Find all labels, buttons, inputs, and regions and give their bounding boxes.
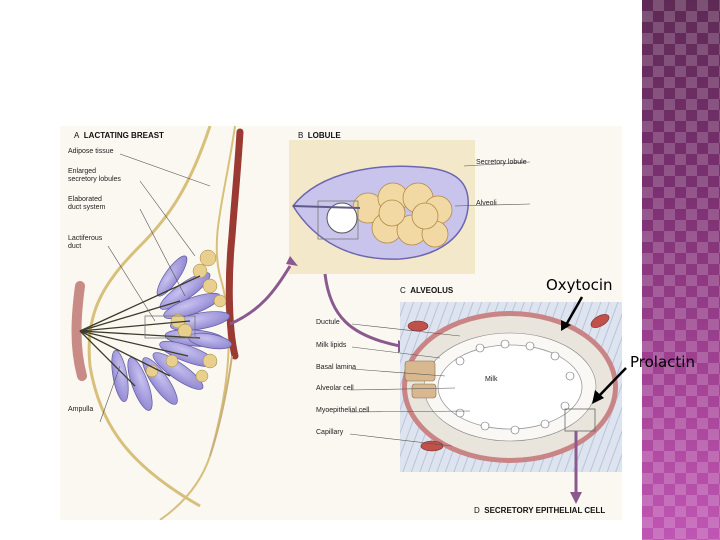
label-ductule: Ductule	[316, 319, 340, 326]
panel-a-text: LACTATING BREAST	[83, 131, 164, 140]
decorative-sidebar	[642, 0, 720, 540]
label-milk-lipids: Milk lipids	[316, 342, 347, 349]
panel-a-title: A LACTATING BREAST	[74, 131, 164, 140]
label-secretory-lobule: Secretory lobule	[476, 159, 527, 166]
label-myoepithelial-cell: Myoepithelial cell	[316, 407, 370, 414]
panel-d-title: D SECRETORY EPITHELIAL CELL	[474, 506, 605, 515]
label-milk: Milk	[485, 376, 498, 383]
label-adipose-tissue: Adipose tissue	[68, 148, 114, 155]
breast-anatomy-illustration	[71, 126, 622, 520]
panel-c-title: C ALVEOLUS	[400, 286, 453, 295]
label-secretory-lobules: Enlarged secretory lobules	[68, 168, 121, 183]
panel-b-letter: B	[298, 131, 304, 140]
panel-c-text: ALVEOLUS	[410, 286, 454, 295]
label-basal-lamina: Basal lamina	[316, 364, 357, 371]
panel-c-letter: C	[400, 286, 406, 295]
panel-d-letter: D	[474, 506, 480, 515]
label-alveoli: Alveoli	[476, 200, 497, 207]
panel-d-text: SECRETORY EPITHELIAL CELL	[484, 506, 606, 515]
label-capillary: Capillary	[316, 429, 344, 436]
panel-b-title: B LOBULE	[298, 131, 341, 140]
label-duct-system: Elaborated duct system	[68, 196, 106, 211]
panel-b-text: LOBULE	[307, 131, 341, 140]
label-lactiferous-duct: Lactiferous duct	[68, 235, 103, 250]
oxytocin-label: Oxytocin	[546, 276, 613, 294]
prolactin-label: Prolactin	[630, 353, 695, 371]
panel-a-letter: A	[74, 131, 80, 140]
label-alveolar-cell: Alveolar cell	[316, 385, 354, 392]
anatomy-figure: A LACTATING BREAST B LOBULE C ALVEOLUS D…	[60, 126, 622, 520]
label-ampulla: Ampulla	[68, 406, 94, 413]
